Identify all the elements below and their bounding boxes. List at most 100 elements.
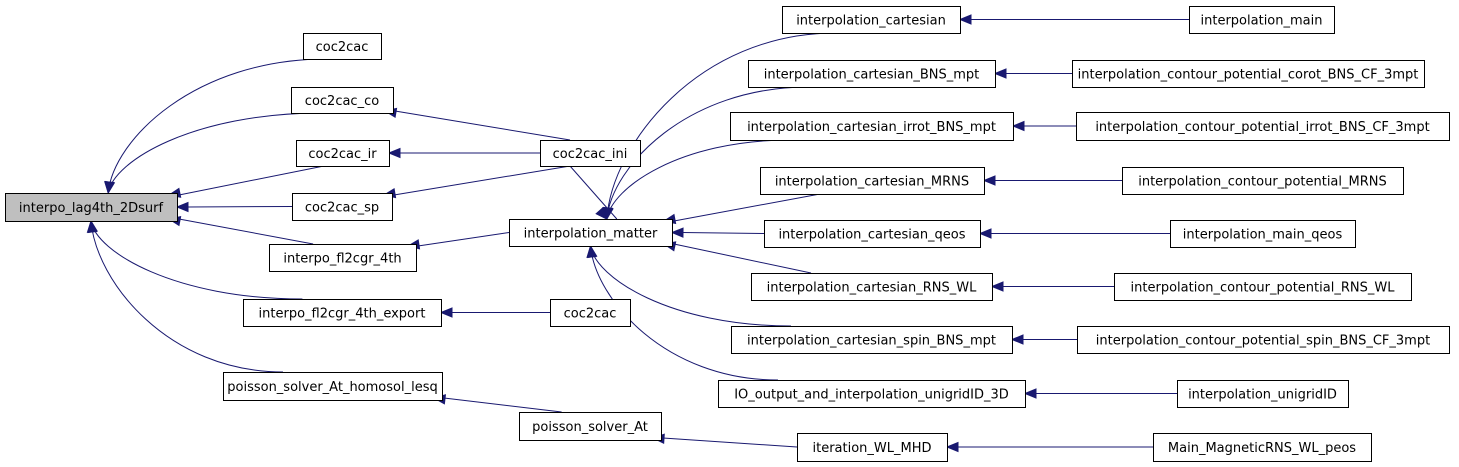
node-box [550, 299, 631, 327]
node-box [1189, 6, 1335, 34]
call-edge [417, 232, 510, 247]
node-label: interpolation_cartesian_qeos [778, 228, 965, 243]
node-label: interpolation_contour_potential_corot_BN… [1078, 68, 1419, 83]
node-box [731, 326, 1013, 354]
node-box [291, 87, 394, 114]
node-box [760, 167, 985, 195]
node-label: interpolation_contour_potential_RNS_WL [1131, 281, 1396, 296]
node-box [269, 244, 417, 272]
node-label: coc2cac [316, 40, 369, 55]
call-edge [673, 193, 821, 222]
node-label: interpo_fl2cgr_4th_export [259, 307, 426, 322]
call-edge [606, 86, 809, 220]
node-box [1153, 433, 1372, 462]
arrowhead [1023, 388, 1037, 399]
arrowhead [670, 227, 684, 238]
nodes-layer: interpo_lag4th_2Dsurfcoc2caccoc2cac_coco… [5, 6, 1450, 462]
node-label: interpolation_cartesian [796, 14, 946, 29]
graph-node[interactable]: interpolation_cartesian_spin_BNS_mpt [731, 326, 1013, 354]
node-label: interpolation_contour_potential_MRNS [1138, 175, 1387, 190]
call-edge [178, 165, 324, 196]
node-label: interpolation_contour_potential_spin_BNS… [1096, 334, 1430, 349]
graph-node[interactable]: interpolation_contour_potential_spin_BNS… [1077, 326, 1450, 354]
node-box [1177, 380, 1349, 408]
node-label: coc2cac_ir [308, 147, 377, 162]
call-edge [569, 165, 618, 220]
call-edge [90, 220, 303, 300]
graph-node[interactable]: iteration_WL_MHD [797, 433, 948, 462]
arrowhead [982, 175, 996, 186]
node-label: interpo_fl2cgr_4th [283, 252, 401, 267]
root-node[interactable]: interpo_lag4th_2Dsurf [5, 193, 178, 222]
node-label: poisson_solver_At_homosol_lesq [227, 380, 437, 395]
graph-node[interactable]: coc2cac [550, 299, 631, 327]
arrowhead [387, 147, 401, 159]
graph-node[interactable]: interpolation_contour_potential_corot_BN… [1072, 60, 1425, 88]
graph-node[interactable]: coc2cac_ini [540, 140, 641, 167]
node-label: coc2cac [564, 307, 617, 322]
arrowhead [586, 244, 597, 258]
call-edge [606, 32, 836, 220]
graph-node[interactable]: interpolation_contour_potential_RNS_WL [1114, 273, 1412, 301]
call-edge [662, 437, 798, 448]
node-label: interpo_lag4th_2Dsurf [19, 201, 164, 216]
graph-node[interactable]: interpo_fl2cgr_4th_export [243, 299, 442, 327]
node-label: coc2cac_co [305, 94, 379, 109]
graph-node[interactable]: interpolation_cartesian_BNS_mpt [748, 60, 996, 88]
node-label: interpolation_cartesian_spin_BNS_mpt [747, 334, 996, 349]
graph-node[interactable]: coc2cac_co [291, 87, 394, 114]
graph-node[interactable]: IO_output_and_interpolation_unigridID_3D [718, 380, 1026, 408]
arrowhead [595, 206, 608, 220]
node-label: interpolation_cartesian_MRNS [775, 175, 969, 190]
arrowhead [1011, 120, 1025, 132]
graph-node[interactable]: coc2cac_ir [296, 140, 390, 167]
graph-node[interactable]: interpolation_main_qeos [1170, 220, 1356, 248]
graph-node[interactable]: interpolation_contour_potential_MRNS [1122, 167, 1404, 195]
node-box [797, 433, 948, 462]
node-box [1072, 60, 1425, 88]
node-label: interpolation_cartesian_BNS_mpt [764, 68, 980, 83]
call-edge [107, 112, 322, 194]
graph-node[interactable]: interpolation_unigridID [1177, 380, 1349, 408]
node-label: IO_output_and_interpolation_unigridID_3D [734, 388, 1009, 403]
graph-node[interactable]: coc2cac [303, 33, 382, 60]
arrowhead [990, 281, 1004, 292]
node-box [303, 33, 382, 60]
node-label: poisson_solver_At [532, 420, 648, 435]
node-box [730, 112, 1014, 141]
graph-node[interactable]: interpolation_main [1189, 6, 1335, 34]
graph-node[interactable]: interpo_fl2cgr_4th [269, 244, 417, 272]
node-box [540, 140, 641, 167]
node-box [519, 412, 662, 441]
node-box [1122, 167, 1404, 195]
graph-node[interactable]: Main_MagneticRNS_WL_peos [1153, 433, 1372, 462]
arrowhead [945, 441, 959, 453]
call-edge [107, 58, 327, 194]
graph-node[interactable]: interpolation_cartesian_qeos [764, 220, 981, 248]
graph-node[interactable]: interpolation_matter [509, 219, 673, 247]
node-label: coc2cac_ini [553, 147, 628, 162]
graph-node[interactable]: coc2cac_sp [292, 193, 393, 221]
graph-node[interactable]: interpolation_contour_potential_irrot_BN… [1076, 112, 1450, 141]
graph-node[interactable]: poisson_solver_At [519, 412, 662, 441]
graph-node[interactable]: interpolation_cartesian [782, 6, 961, 34]
node-label: Main_MagneticRNS_WL_peos [1168, 441, 1356, 456]
node-box [751, 273, 993, 301]
call-edge [393, 165, 571, 196]
arrowhead [1010, 334, 1024, 345]
graph-node[interactable]: poisson_solver_At_homosol_lesq [223, 372, 443, 401]
node-box [292, 193, 393, 221]
call-edge [673, 243, 812, 274]
graph-node[interactable]: interpolation_cartesian_RNS_WL [751, 273, 993, 301]
node-box [1077, 326, 1450, 354]
node-box [718, 380, 1026, 408]
call-edge [186, 206, 293, 208]
graph-node[interactable]: interpolation_cartesian_MRNS [760, 167, 985, 195]
call-edge [681, 232, 765, 234]
node-box [782, 6, 961, 34]
call-edge [606, 139, 791, 220]
arrowhead [104, 180, 116, 195]
graph-node[interactable]: interpolation_cartesian_irrot_BNS_mpt [730, 112, 1014, 141]
